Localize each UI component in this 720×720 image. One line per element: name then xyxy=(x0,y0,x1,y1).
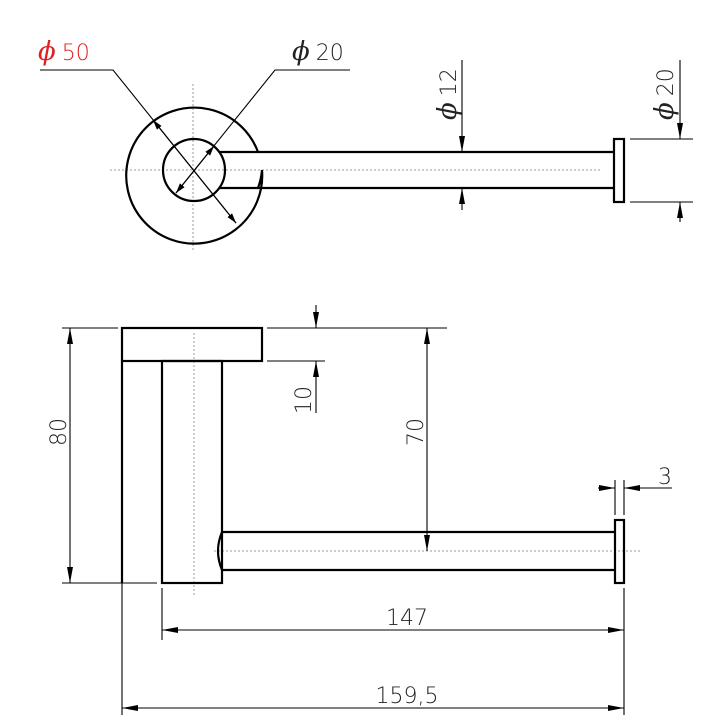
bar xyxy=(216,530,614,572)
flange-diameter-arrow xyxy=(152,119,237,224)
post xyxy=(160,359,224,585)
bar-height-label: 70 xyxy=(404,418,429,446)
total-length-label: 159,5 xyxy=(376,684,439,709)
post-diameter-arrow xyxy=(175,145,215,194)
cap-thickness-label: 3 xyxy=(658,465,672,490)
end-cap xyxy=(612,137,626,204)
side-view: 80 10 70 3 147 159,5 xyxy=(47,305,672,715)
flange-diameter-leader xyxy=(40,69,237,224)
total-height-label: 80 xyxy=(47,418,72,446)
cap-diameter-label: ϕ20 xyxy=(650,68,680,120)
flange-circle xyxy=(125,106,264,245)
bar-length-label: 147 xyxy=(386,606,428,631)
flange-plate xyxy=(120,326,264,363)
side-end-cap xyxy=(613,518,626,585)
flange-thickness-label: 10 xyxy=(292,386,317,414)
bar-outline xyxy=(219,150,614,190)
bar-diameter-label: ϕ12 xyxy=(433,68,463,120)
